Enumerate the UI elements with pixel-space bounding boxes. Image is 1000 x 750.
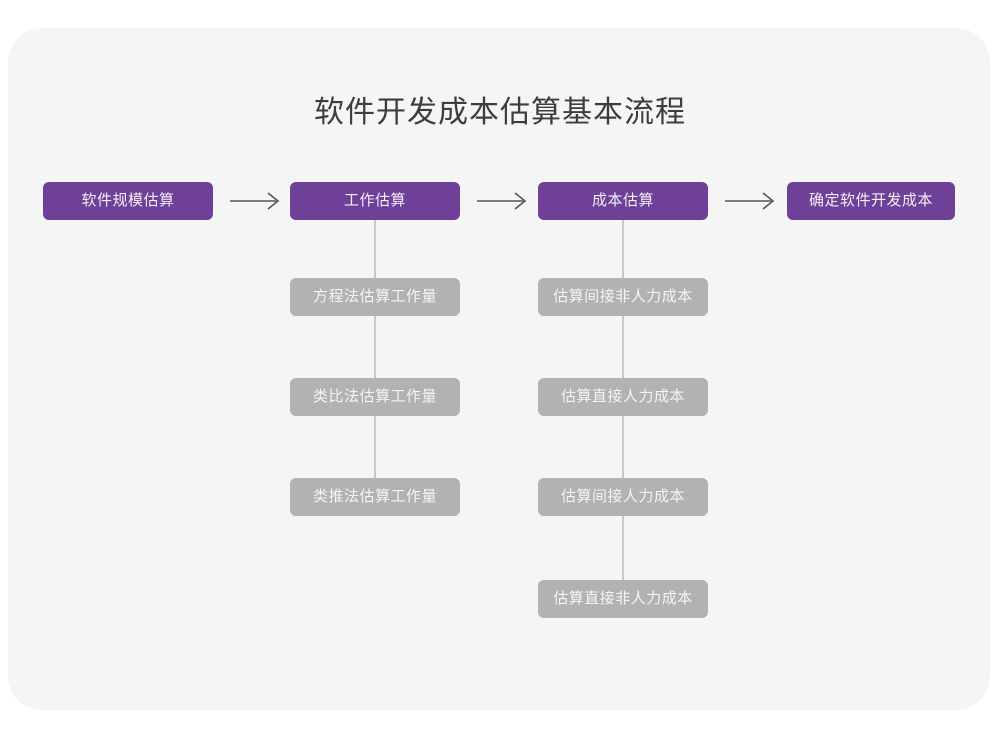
branch-item-indirect-nonlabor-cost[interactable]: 估算间接非人力成本 [538,278,708,316]
flow-step-work-estimation[interactable]: 工作估算 [290,182,460,220]
branch-item-analogy-method-workload[interactable]: 类比法估算工作量 [290,378,460,416]
page-title: 软件开发成本估算基本流程 [314,96,686,129]
connector-line-cost-branch [622,220,624,618]
flow-step-determine-development-cost[interactable]: 确定软件开发成本 [787,182,955,220]
flow-step-software-scale-estimation[interactable]: 软件规模估算 [43,182,213,220]
branch-item-equation-method-workload[interactable]: 方程法估算工作量 [290,278,460,316]
flow-step-cost-estimation[interactable]: 成本估算 [538,182,708,220]
branch-item-indirect-labor-cost[interactable]: 估算间接人力成本 [538,478,708,516]
branch-item-direct-nonlabor-cost[interactable]: 估算直接非人力成本 [538,580,708,618]
branch-item-inference-method-workload[interactable]: 类推法估算工作量 [290,478,460,516]
arrow-icon-1 [228,186,286,216]
diagram-card [8,28,990,710]
arrow-icon-3 [723,186,781,216]
arrow-icon-2 [475,186,533,216]
branch-item-direct-labor-cost[interactable]: 估算直接人力成本 [538,378,708,416]
connector-line-work-branch [374,220,376,516]
